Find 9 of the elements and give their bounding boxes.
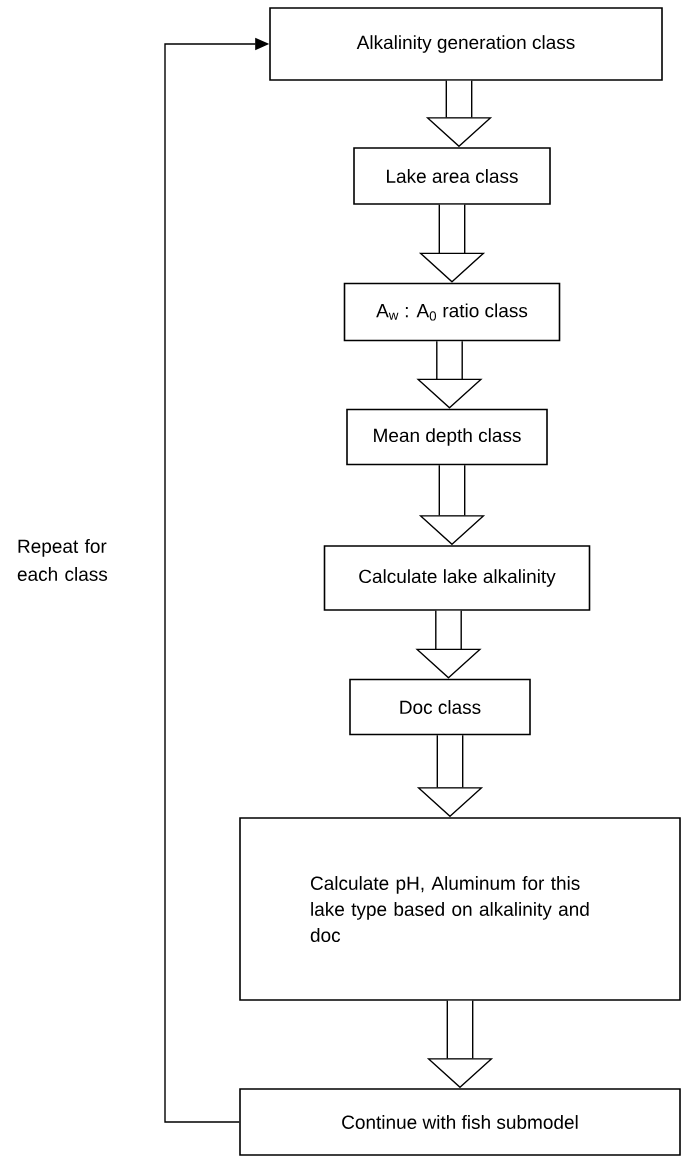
process-box: Calculate pH, Aluminum for this lake type based on alkalinity and doc: [239, 817, 681, 1001]
process-box: A$_{w}$ : A$_{0}$ ratio class: [343, 282, 561, 342]
edge-label: Repeat for each class: [17, 539, 108, 581]
process-box: Alkalinity generation class: [269, 7, 663, 81]
process-box: Continue with fish submodel: [239, 1088, 681, 1156]
process-box: Calculate lake alkalinity: [323, 545, 591, 611]
process-box: Lake area class: [353, 147, 551, 205]
process-box: Mean depth class: [346, 408, 548, 466]
process-box: Doc class: [349, 678, 531, 736]
